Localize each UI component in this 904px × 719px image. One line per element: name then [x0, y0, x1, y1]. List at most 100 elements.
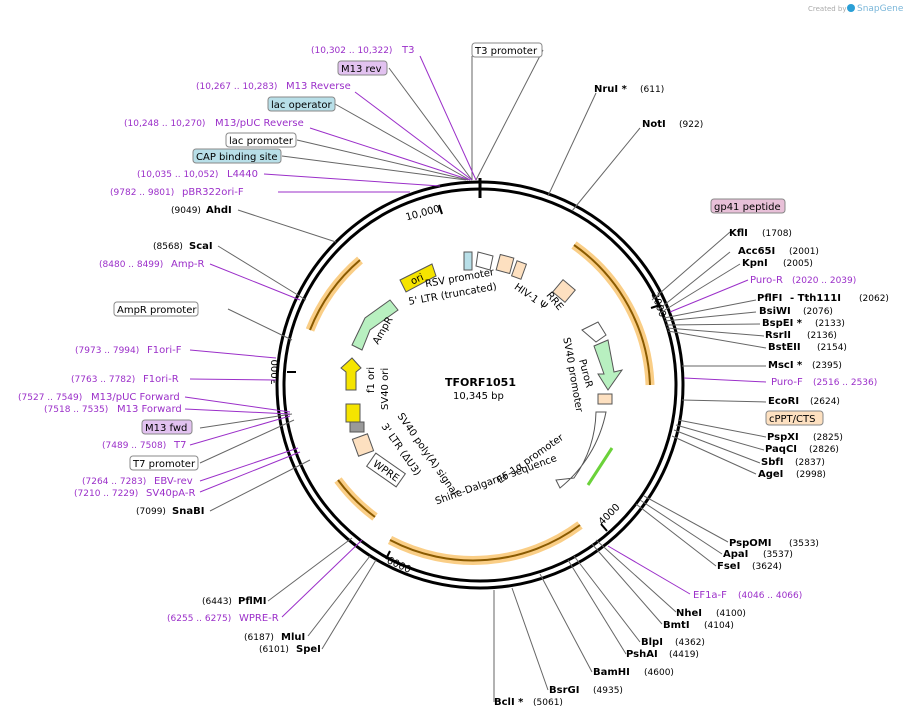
feature-box-label: M13 rev [341, 64, 382, 75]
sv40ori-label: SV40 ori [380, 368, 391, 410]
enzyme-name: MscI * [768, 360, 803, 371]
enzyme-pos: (4600) [644, 668, 674, 678]
tick-2000 [650, 304, 661, 309]
enzyme-pos: (6101) [259, 645, 289, 655]
feature-box-label: gp41 peptide [714, 202, 781, 213]
feature-box-m13-fwd: M13 fwd [141, 419, 193, 435]
primer-name: EF1a-F [693, 590, 727, 601]
enzyme-name: PspXI [767, 432, 799, 443]
feature-box-label: M13 fwd [145, 423, 187, 434]
enzyme-name: PaqCI [765, 444, 797, 455]
feature-box-cppt-cts: cPPT/CTS [765, 410, 824, 426]
enzyme-pos: (6443) [202, 597, 232, 607]
tick-label-6000: 6000 [385, 555, 413, 576]
feature-box-m13-rev: M13 rev [337, 60, 388, 76]
enzyme-name: KpnI [742, 258, 768, 269]
enzyme-pos: (8568) [153, 242, 183, 252]
primer-name: M13/pUC Reverse [215, 118, 304, 129]
primer-pos: (10,035 .. 10,052) [137, 170, 218, 180]
primer-name: SV40pA-R [146, 488, 195, 499]
enzyme-name: BamHI [593, 667, 630, 678]
primer-pos: (7210 .. 7229) [74, 489, 138, 499]
enzyme-pos: (922) [679, 120, 703, 130]
enzyme-name: Acc65I [738, 246, 775, 257]
primer-pos: (8480 .. 8499) [99, 260, 163, 270]
enzyme-pos: (2136) [807, 331, 837, 341]
primer-pos: (7489 .. 7508) [102, 441, 166, 451]
enzyme-name: SpeI [296, 644, 321, 655]
enzyme-name: ApaI [723, 549, 748, 560]
enzyme-name: NotI [642, 119, 666, 130]
primer-name: WPRE-R [239, 613, 279, 624]
primer-pos: (7264 .. 7283) [82, 477, 146, 487]
tick-10000 [438, 204, 443, 215]
primer-name: Puro-F [771, 377, 803, 388]
ampr-feature [351, 299, 399, 351]
primers-right: Puro-R(2020 .. 2039) Puro-F(2516 .. 2536… [693, 275, 877, 601]
plasmid-length: 10,345 bp [453, 391, 504, 402]
primer-pos: (9782 .. 9801) [110, 188, 174, 198]
ef1a-feature [555, 411, 607, 489]
enzyme-name: BspEI * [762, 318, 803, 329]
enzymes-right: NruI *(611) NotI(922) KflI(1708) Acc65I(… [494, 84, 889, 708]
enzyme-name: MluI [281, 632, 305, 643]
enzyme-name: BclI * [494, 697, 524, 708]
enzyme-pos: (2154) [817, 343, 847, 353]
enzyme-pos: (2998) [796, 470, 826, 480]
enzyme-pos: (611) [640, 85, 664, 95]
ltr3-feature [349, 421, 365, 433]
puror-feature [593, 339, 624, 391]
cds-arc-2-line [389, 524, 581, 562]
enzyme-pos: (2076) [803, 307, 833, 317]
feature-box-cap-binding-site: CAP binding site [192, 148, 282, 164]
watermark-created-by: Created by [808, 5, 847, 13]
enzyme-pos: (4104) [704, 621, 734, 631]
enzyme-name: FseI [717, 561, 740, 572]
feature-box-lac-promoter: lac promoter [225, 132, 297, 148]
sv40polya-feature [345, 403, 361, 423]
enzyme-name: PflMI [238, 596, 266, 607]
enzyme-pos: (4419) [669, 650, 699, 660]
wpre-feature [351, 433, 375, 457]
watermark-brand: SnapGene [857, 4, 904, 14]
enzyme-name: PspOMI [729, 538, 771, 549]
rsv-feature-strip [463, 251, 473, 271]
feature-box-t3-promoter: T3 promoter [471, 42, 543, 58]
feature-box-label: CAP binding site [196, 152, 278, 163]
f1ori-label: f1 ori [366, 367, 377, 393]
primer-pos: (7527 .. 7549) [18, 393, 82, 403]
primer-name: Puro-R [750, 275, 783, 286]
ltr5-feature [495, 253, 515, 275]
enzyme-name: KflI [729, 228, 748, 239]
enzyme-name: PshAI [626, 649, 658, 660]
primer-leader-lines [184, 55, 767, 618]
enzyme-pos: (2826) [809, 445, 839, 455]
enzyme-pos: (2005) [783, 259, 813, 269]
enzyme-pos: (2001) [789, 247, 819, 257]
tick-4000 [600, 523, 608, 532]
cds-arc-1-line [573, 244, 651, 386]
enzyme-name: BlpI [641, 637, 663, 648]
ori-feature [399, 263, 437, 293]
enzyme-pos: (1708) [762, 229, 792, 239]
tick-label-3000: 3000 [270, 360, 281, 385]
primer-name: EBV-rev [154, 476, 193, 487]
cppt-feature [597, 393, 613, 405]
primer-pos: (7973 .. 7994) [75, 346, 139, 356]
primer-pos: (2516 .. 2536) [813, 378, 877, 388]
enzyme-name: PflFI [757, 293, 782, 304]
feature-box-label: T7 promoter [132, 459, 196, 470]
primer-name: L4440 [227, 169, 258, 180]
primer-name: Amp-R [171, 259, 205, 270]
enzyme-name: AgeI [758, 469, 783, 480]
enzymes-left: (9049)AhdI (8568)ScaI (7099)SnaBI (6443)… [136, 205, 321, 655]
enzyme-name: SbfI [761, 457, 783, 468]
enzyme-pos: (3624) [752, 562, 782, 572]
enzyme-pos: (9049) [171, 206, 201, 216]
primer-pos: (7763 .. 7782) [71, 375, 135, 385]
enzyme-pos: (2395) [812, 361, 842, 371]
sv40prom-arrow [581, 321, 607, 343]
leader-lines [199, 49, 767, 702]
primer-name: M13 Forward [117, 404, 182, 415]
primer-pos: (7518 .. 7535) [44, 405, 108, 415]
